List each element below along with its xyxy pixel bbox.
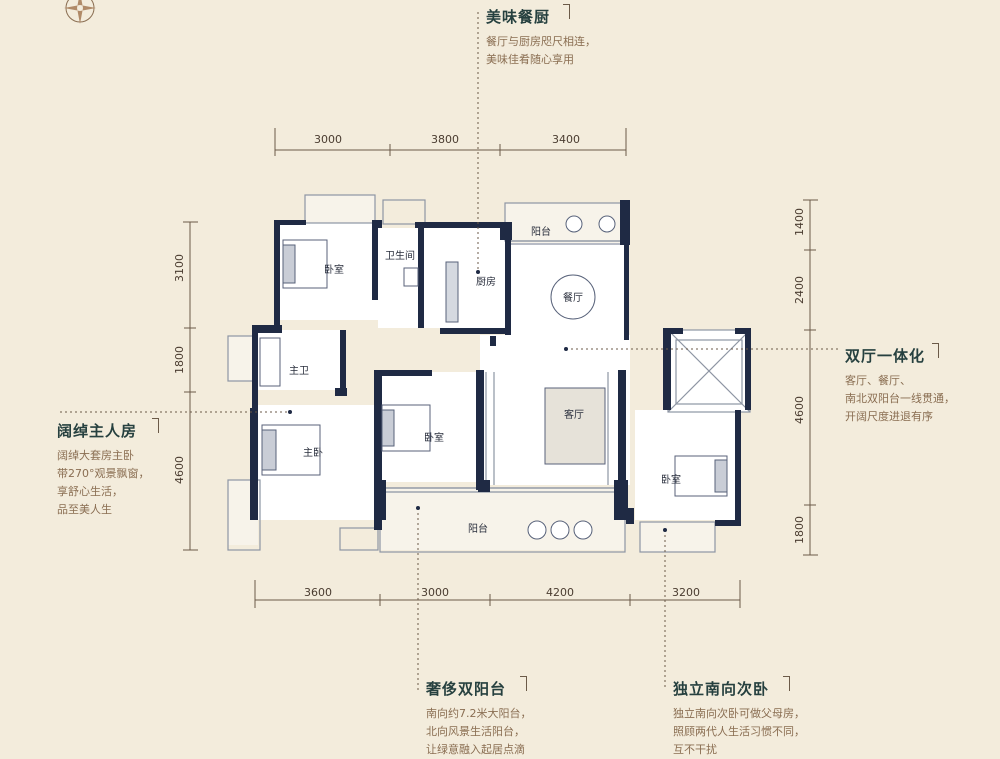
callout-balcony-desc-2: 北向风景生活阳台， bbox=[426, 725, 525, 738]
dim-left-1: 3100 bbox=[173, 254, 186, 282]
dim-bottom-1: 3600 bbox=[304, 586, 332, 599]
callout-living-desc-1: 客厅、餐厅、 bbox=[845, 374, 911, 387]
dim-right-4: 1800 bbox=[793, 516, 806, 544]
room-label-master-bath: 主卫 bbox=[289, 365, 309, 377]
callout-master-title: 阔绰主人房 bbox=[57, 422, 138, 440]
callout-master: 阔绰主人房 阔绰大套房主卧 带270°观景飘窗， 享舒心生活， 品至美人生 bbox=[57, 420, 150, 519]
callout-bedroom-desc-3: 互不干扰 bbox=[673, 743, 717, 756]
callout-living: 双厅一体化 客厅、餐厅、 南北双阳台一线贯通， 开阔尺度进退有序 bbox=[845, 345, 955, 426]
dimension-lines bbox=[183, 128, 818, 608]
leader-lines bbox=[60, 12, 838, 690]
callout-bedroom-title: 独立南向次卧 bbox=[673, 680, 770, 698]
callout-master-desc-3: 享舒心生活， bbox=[57, 485, 123, 498]
room-label-kitchen: 厨房 bbox=[476, 275, 496, 288]
bracket-mark bbox=[563, 4, 570, 19]
callout-living-desc-3: 开阔尺度进退有序 bbox=[845, 410, 933, 423]
dim-left-2: 1800 bbox=[173, 346, 186, 374]
bracket-mark bbox=[520, 676, 527, 691]
room-label-balcony-s: 阳台 bbox=[468, 522, 488, 535]
callout-balcony-title: 奢侈双阳台 bbox=[426, 680, 507, 698]
furniture bbox=[259, 215, 728, 540]
callout-master-desc-1: 阔绰大套房主卧 bbox=[57, 449, 134, 462]
dim-left-3: 4600 bbox=[173, 456, 186, 484]
dim-top-3: 3400 bbox=[552, 133, 580, 146]
callout-bedroom-desc-1: 独立南向次卧可做父母房， bbox=[673, 707, 805, 720]
room-label-bedroom-nw: 卧室 bbox=[324, 263, 344, 276]
walls bbox=[250, 200, 751, 530]
dim-bottom-4: 3200 bbox=[672, 586, 700, 599]
callout-balcony-desc-3: 让绿意融入起居点滴 bbox=[426, 743, 525, 756]
dim-top-1: 3000 bbox=[314, 133, 342, 146]
dim-bottom-3: 4200 bbox=[546, 586, 574, 599]
bracket-mark bbox=[152, 418, 159, 433]
room-label-bedroom-se: 卧室 bbox=[661, 473, 681, 486]
room-label-balcony-n: 阳台 bbox=[531, 225, 551, 238]
bracket-mark bbox=[783, 676, 790, 691]
bracket-mark bbox=[932, 343, 939, 358]
callout-kitchen: 美味餐厨 餐厅与厨房咫尺相连， 美味佳肴随心享用 bbox=[486, 6, 596, 69]
room-label-bedroom-mid: 卧室 bbox=[424, 431, 444, 444]
callout-kitchen-desc-2: 美味佳肴随心享用 bbox=[486, 53, 574, 66]
room-label-dining: 餐厅 bbox=[563, 291, 583, 304]
callout-master-desc-4: 品至美人生 bbox=[57, 503, 112, 516]
compass-icon bbox=[64, 0, 96, 24]
leader-dots bbox=[288, 270, 667, 532]
callout-kitchen-desc-1: 餐厅与厨房咫尺相连， bbox=[486, 35, 596, 48]
room-label-living: 客厅 bbox=[564, 408, 584, 421]
dim-bottom-2: 3000 bbox=[421, 586, 449, 599]
room-label-master-bed: 主卧 bbox=[303, 446, 323, 459]
callout-kitchen-title: 美味餐厨 bbox=[486, 8, 551, 26]
dim-top-2: 3800 bbox=[431, 133, 459, 146]
callout-living-desc-2: 南北双阳台一线贯通， bbox=[845, 392, 955, 405]
dim-right-2: 2400 bbox=[793, 276, 806, 304]
callout-living-title: 双厅一体化 bbox=[845, 347, 926, 365]
dim-right-3: 4600 bbox=[793, 396, 806, 424]
room-label-bathroom: 卫生间 bbox=[385, 249, 415, 262]
dim-right-1: 1400 bbox=[793, 208, 806, 236]
callout-balcony: 奢侈双阳台 南向约7.2米大阳台， 北向风景生活阳台， 让绿意融入起居点滴 bbox=[426, 678, 532, 759]
callout-bedroom-desc-2: 照顾两代人生活习惯不同， bbox=[673, 725, 805, 738]
callout-balcony-desc-1: 南向约7.2米大阳台， bbox=[426, 707, 532, 720]
callout-master-desc-2: 带270°观景飘窗， bbox=[57, 467, 150, 480]
